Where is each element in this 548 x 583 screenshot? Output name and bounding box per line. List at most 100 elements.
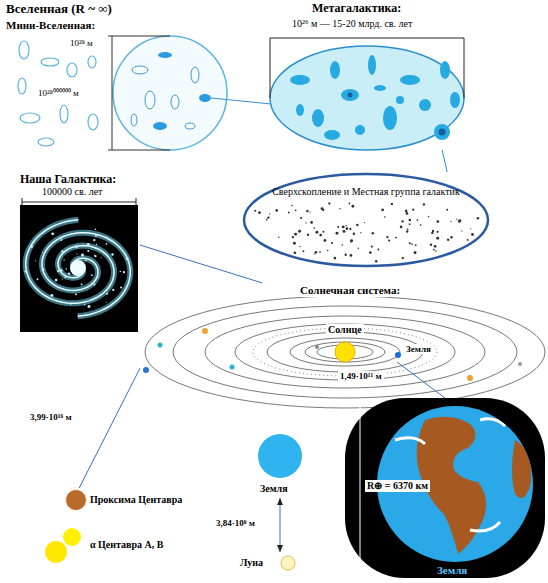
planets [143, 367, 149, 373]
node-title: α Центавра А, В [90, 539, 163, 551]
text-label: Мини-Вселенная: [6, 19, 95, 32]
star-dot [123, 271, 125, 273]
earth-globe [345, 398, 545, 578]
galaxy-dot [288, 212, 290, 214]
universe-circle [131, 114, 137, 126]
mini-universes [18, 78, 26, 94]
galaxy-dot [349, 228, 351, 230]
galaxy-dot [322, 209, 324, 211]
metagalaxy-ellipse [290, 75, 310, 85]
metagalaxy: Метагалактика:10²⁶ м — 15-20 млрд. св. л… [262, 0, 474, 150]
metagalaxy-ellipse [348, 93, 353, 98]
planets [315, 345, 319, 349]
sun-node: Солнце [322, 324, 370, 364]
star-dot [60, 269, 63, 272]
star-dot [87, 243, 90, 246]
galaxy-dot [350, 254, 353, 257]
star-dot [120, 286, 122, 288]
galaxy-dot [408, 219, 411, 222]
galaxy-dot [405, 210, 408, 213]
galaxy-dot [411, 243, 413, 245]
dimension-line [270, 38, 271, 98]
solar-orbits [205, 316, 485, 388]
node-text: 100000 св. лет [42, 186, 102, 198]
node-title: Земля [260, 483, 288, 495]
galaxy-dot [436, 220, 439, 223]
galaxy-dot [477, 217, 480, 220]
proxima-star [66, 490, 86, 510]
galaxy-dot [450, 221, 451, 222]
galaxy-dot [388, 240, 390, 242]
galaxy-dot [268, 217, 270, 219]
star-dot [85, 260, 87, 262]
galaxy-dot [391, 203, 393, 205]
galaxy-dot [336, 232, 339, 235]
galaxy-dot [417, 219, 419, 221]
star-dot [98, 276, 99, 277]
galaxy-dot [470, 228, 471, 229]
universe-circle [191, 67, 199, 83]
arrow-head [277, 545, 283, 552]
star-dot [81, 283, 83, 285]
star-dot [62, 270, 63, 271]
metagalaxy-ellipse [270, 46, 464, 150]
moon-node: Луна [240, 552, 298, 574]
universe-circle [158, 52, 172, 58]
size-bracket [108, 36, 170, 150]
mini-universes [67, 63, 77, 77]
galaxy-dot [433, 249, 435, 251]
star-dot [42, 268, 44, 270]
mini-universes [60, 105, 68, 123]
galaxy-dot [406, 212, 409, 215]
galaxy-dot [328, 202, 330, 204]
metagalaxy-ellipse [419, 99, 431, 111]
planets [467, 375, 473, 381]
galaxy-dot [467, 239, 469, 241]
earth-globe [512, 440, 531, 498]
earth-globe [357, 406, 363, 413]
star-dot [51, 232, 54, 235]
galaxy-dot [313, 227, 315, 229]
spiral-arm [42, 233, 130, 317]
arrow-head [277, 498, 283, 505]
star-dot [37, 278, 39, 280]
galaxy-dot [412, 209, 414, 211]
size-bracket [108, 36, 170, 37]
mini-universes [88, 114, 98, 130]
galaxy-dot [346, 227, 349, 230]
galaxy-dot [339, 208, 340, 209]
galaxy-dot [369, 251, 372, 254]
galaxy-dot [349, 203, 351, 205]
star-dot [64, 276, 66, 278]
galaxy-dot [295, 210, 297, 212]
galaxy-picture [20, 198, 138, 332]
galaxy-dot [415, 244, 417, 246]
galaxy-dot [309, 211, 310, 212]
galaxy-dot [315, 231, 318, 234]
solar-orbits [290, 338, 400, 366]
galaxy-dot [299, 246, 300, 247]
star-dot [76, 254, 77, 255]
galaxy-dot [381, 209, 384, 212]
moon [281, 556, 295, 570]
star-dot [63, 259, 64, 260]
alpha-centauri-stars [45, 541, 67, 563]
star-dot [88, 305, 91, 308]
spiral-arm [42, 233, 130, 317]
galaxy-dot [322, 231, 324, 233]
star-dot [65, 268, 66, 269]
galaxy-dot [377, 249, 379, 251]
galaxy-dot [364, 222, 365, 223]
galaxy-dot [450, 236, 452, 238]
metagalaxy-ellipse [312, 109, 324, 127]
galaxy-dot [351, 205, 354, 208]
galaxy-dot [371, 246, 373, 248]
galaxy-dot [292, 236, 294, 238]
star-dot [50, 294, 53, 297]
distance-label: 3,99·10¹⁶ м [28, 412, 74, 422]
metagalaxy-ellipse [355, 125, 365, 135]
galaxy-dot [298, 230, 301, 233]
connector-line [442, 150, 447, 172]
galaxy-dot [323, 239, 326, 242]
galaxy-dot [291, 205, 293, 207]
